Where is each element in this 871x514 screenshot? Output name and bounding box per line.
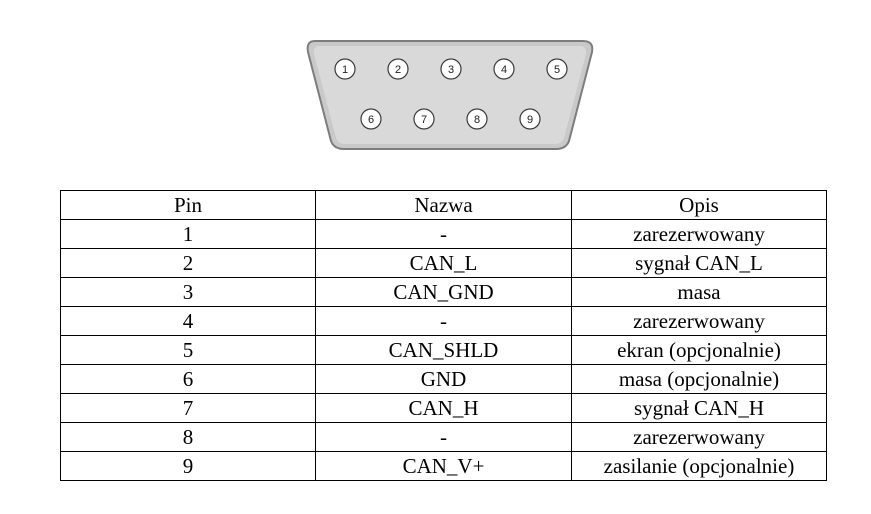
cell-pin: 3 bbox=[60, 277, 316, 307]
cell-name: - bbox=[315, 422, 572, 452]
cell-name: GND bbox=[315, 364, 572, 394]
connector-pin: 5 bbox=[546, 58, 568, 80]
cell-description: ekran (opcjonalnie) bbox=[571, 335, 827, 365]
cell-pin: 7 bbox=[60, 393, 316, 423]
cell-description: zarezerwowany bbox=[571, 422, 827, 452]
table-row: 2 CAN_L sygnał CAN_L bbox=[60, 248, 827, 278]
pin-number: 8 bbox=[474, 114, 480, 126]
pin-circle bbox=[466, 108, 488, 130]
cell-description: zarezerwowany bbox=[571, 306, 827, 336]
db9-connector-diagram: 1 2 3 4 5 6 7 8 9 bbox=[306, 40, 594, 150]
table-header-row: Pin Nazwa Opis bbox=[60, 190, 827, 220]
pin-number: 7 bbox=[421, 114, 427, 126]
cell-name: CAN_H bbox=[315, 393, 572, 423]
header-description: Opis bbox=[571, 190, 827, 220]
pinout-table: Pin Nazwa Opis 1 - zarezerwowany 2 CAN_L… bbox=[60, 190, 827, 481]
pin-circle bbox=[493, 58, 515, 80]
table-row: 6 GND masa (opcjonalnie) bbox=[60, 364, 827, 394]
connector-pin: 1 bbox=[334, 58, 356, 80]
cell-name: - bbox=[315, 306, 572, 336]
top-pin-row: 1 2 3 4 5 bbox=[334, 58, 568, 80]
connector-pin: 2 bbox=[387, 58, 409, 80]
cell-pin: 2 bbox=[60, 248, 316, 278]
pin-number: 9 bbox=[527, 114, 533, 126]
pin-number: 6 bbox=[368, 114, 374, 126]
table-row: 7 CAN_H sygnał CAN_H bbox=[60, 393, 827, 423]
table-row: 1 - zarezerwowany bbox=[60, 219, 827, 249]
bottom-pin-row: 6 7 8 9 bbox=[360, 108, 541, 130]
pin-circle bbox=[546, 58, 568, 80]
connector-pin: 3 bbox=[440, 58, 462, 80]
connector-pin: 8 bbox=[466, 108, 488, 130]
cell-pin: 1 bbox=[60, 219, 316, 249]
pin-circle bbox=[334, 58, 356, 80]
cell-name: CAN_L bbox=[315, 248, 572, 278]
table-row: 3 CAN_GND masa bbox=[60, 277, 827, 307]
pin-number: 2 bbox=[395, 64, 401, 76]
cell-description: zarezerwowany bbox=[571, 219, 827, 249]
header-name: Nazwa bbox=[315, 190, 572, 220]
cell-description: sygnał CAN_L bbox=[571, 248, 827, 278]
cell-pin: 6 bbox=[60, 364, 316, 394]
cell-name: CAN_GND bbox=[315, 277, 572, 307]
pin-number: 5 bbox=[554, 64, 560, 76]
pin-circle bbox=[360, 108, 382, 130]
pin-number: 4 bbox=[501, 64, 507, 76]
cell-name: CAN_V+ bbox=[315, 451, 572, 481]
table-row: 5 CAN_SHLD ekran (opcjonalnie) bbox=[60, 335, 827, 365]
pin-circle bbox=[413, 108, 435, 130]
cell-name: CAN_SHLD bbox=[315, 335, 572, 365]
cell-description: masa (opcjonalnie) bbox=[571, 364, 827, 394]
table-row: 4 - zarezerwowany bbox=[60, 306, 827, 336]
connector-inner-face bbox=[313, 46, 587, 144]
cell-name: - bbox=[315, 219, 572, 249]
pin-number: 3 bbox=[448, 64, 454, 76]
table-row: 8 - zarezerwowany bbox=[60, 422, 827, 452]
pin-number: 1 bbox=[342, 64, 348, 76]
cell-description: sygnał CAN_H bbox=[571, 393, 827, 423]
pin-circle bbox=[387, 58, 409, 80]
connector-pin: 9 bbox=[519, 108, 541, 130]
cell-pin: 9 bbox=[60, 451, 316, 481]
cell-pin: 4 bbox=[60, 306, 316, 336]
connector-pin: 7 bbox=[413, 108, 435, 130]
cell-pin: 8 bbox=[60, 422, 316, 452]
connector-pin: 6 bbox=[360, 108, 382, 130]
cell-pin: 5 bbox=[60, 335, 316, 365]
cell-description: masa bbox=[571, 277, 827, 307]
pin-circle bbox=[440, 58, 462, 80]
connector-pin: 4 bbox=[493, 58, 515, 80]
pin-circle bbox=[519, 108, 541, 130]
cell-description: zasilanie (opcjonalnie) bbox=[571, 451, 827, 481]
header-pin: Pin bbox=[60, 190, 316, 220]
table-row: 9 CAN_V+ zasilanie (opcjonalnie) bbox=[60, 451, 827, 481]
